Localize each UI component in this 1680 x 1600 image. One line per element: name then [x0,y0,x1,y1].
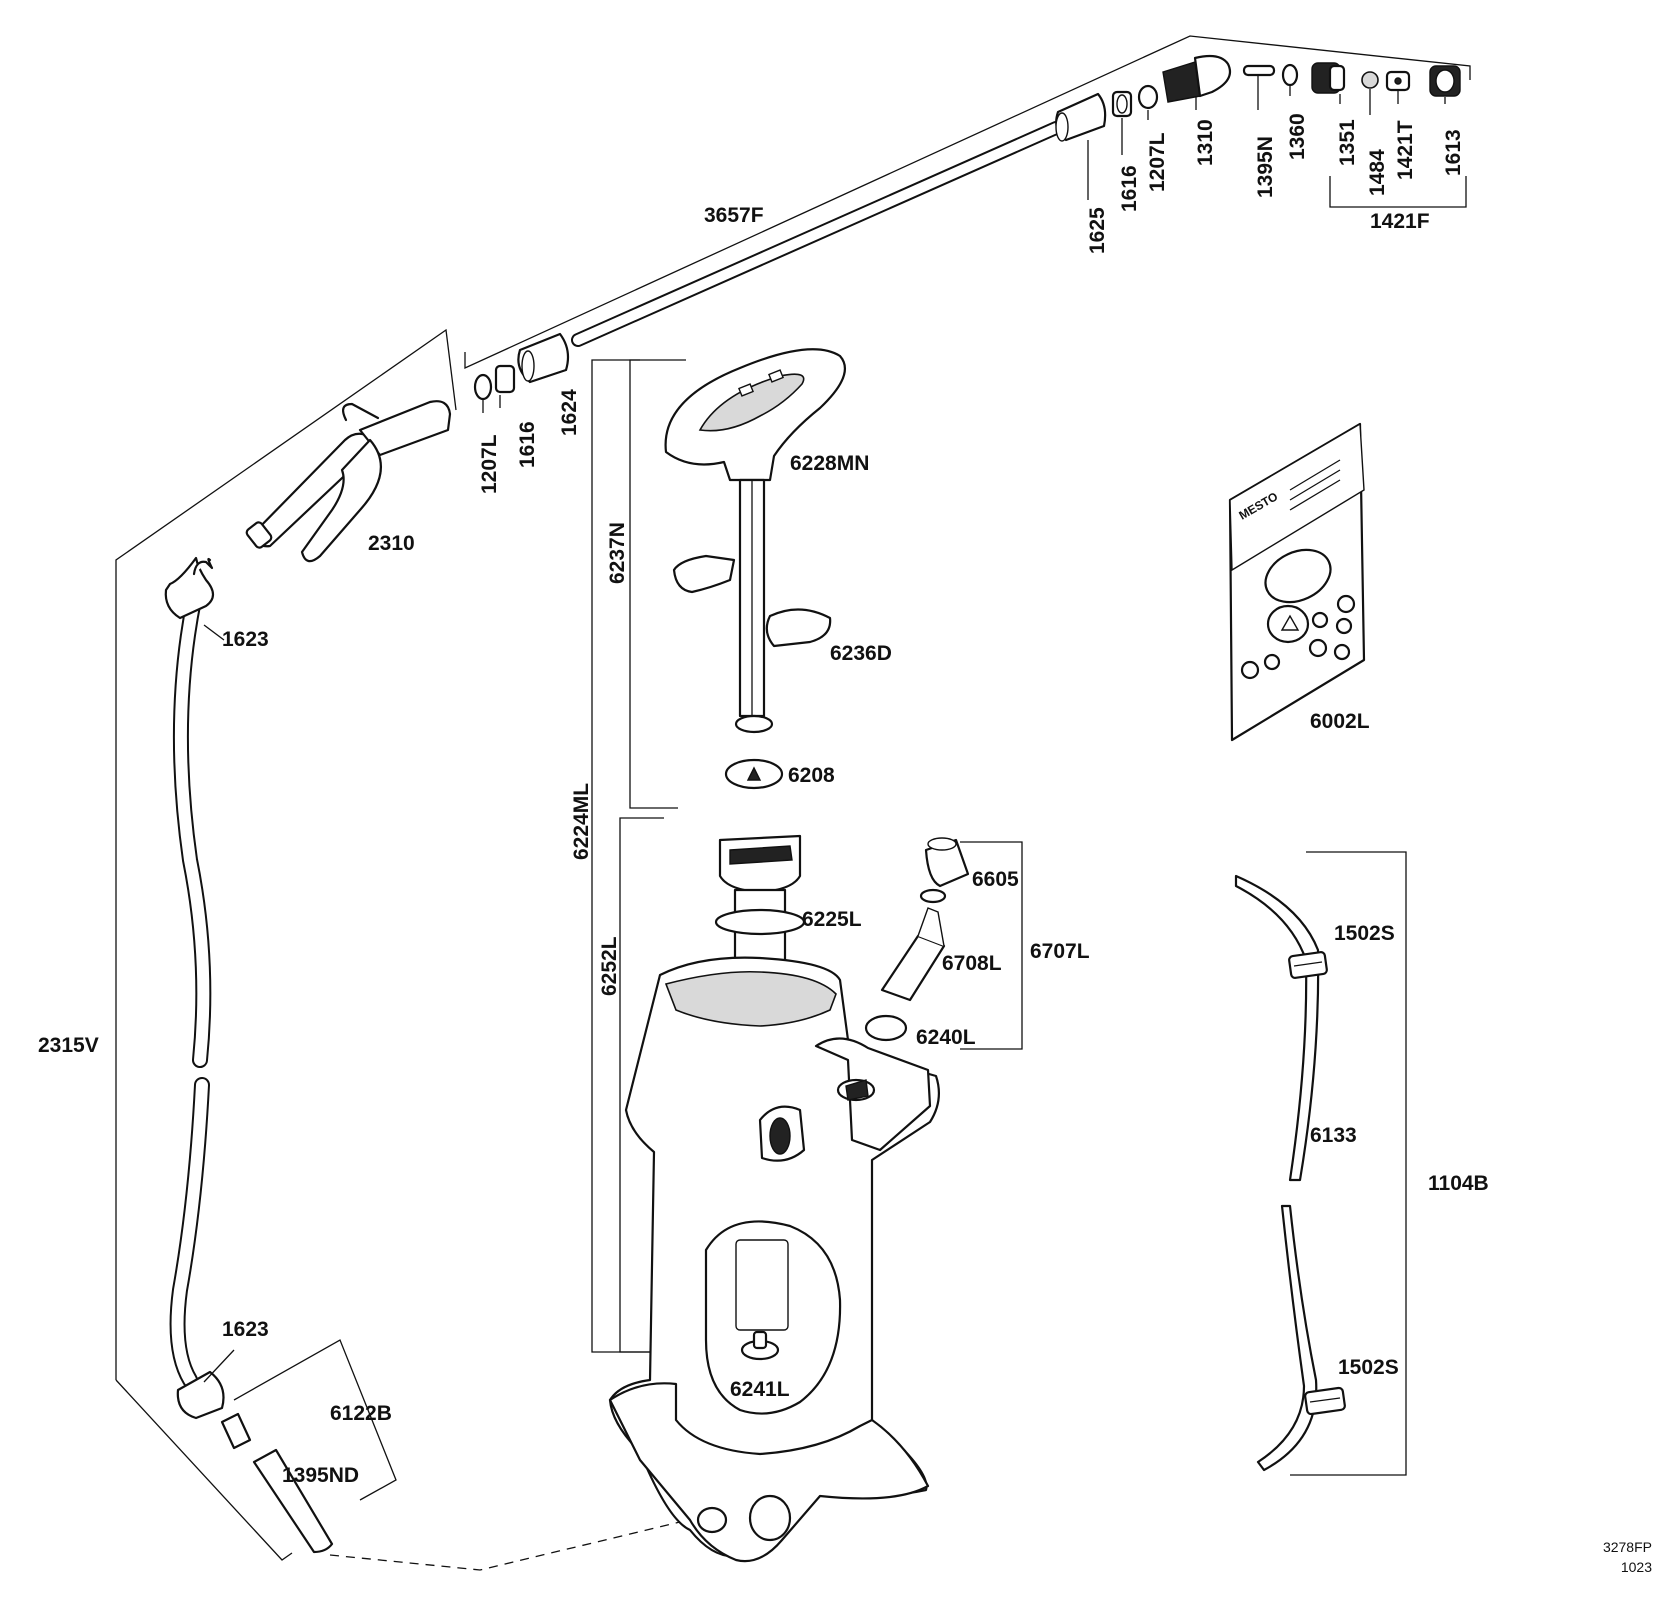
valve-6708L [880,888,947,1002]
label-6002L: 6002L [1310,710,1370,733]
label-6133: 6133 [1310,1124,1357,1147]
pump-handle-6228MN [664,348,846,482]
label-1207L-top: 1207L [1146,132,1169,192]
label-1360: 1360 [1286,113,1309,160]
lance-assembly [464,35,1471,413]
cap-nut-1613 [1429,65,1461,97]
nut-6605 [924,837,970,888]
elbow-1310 [1162,54,1232,103]
nut-1625 [1055,92,1107,142]
label-1613: 1613 [1442,129,1465,176]
label-1623-top: 1623 [222,628,269,651]
label-6241L: 6241L [730,1378,790,1401]
label-6240L: 6240L [916,1026,976,1049]
label-6228MN: 6228MN [790,452,869,475]
pump-assembly-6237N [591,348,846,1353]
label-1623-bottom: 1623 [222,1318,269,1341]
label-2315V: 2315V [38,1034,99,1057]
label-6208: 6208 [788,764,835,787]
tank-6252L [608,817,941,1563]
label-6122B: 6122B [330,1402,392,1425]
clip-6236D [672,554,832,648]
washer-1360 [1281,63,1299,87]
label-1624: 1624 [558,389,581,436]
label-1421T: 1421T [1394,120,1417,180]
pin-1395N [1242,64,1276,77]
label-6252L: 6252L [598,936,621,996]
piston-seal-6208 [724,714,784,790]
bushing-1616-left [494,364,516,394]
label-1104B: 1104B [1428,1172,1489,1195]
label-6224ML: 6224ML [570,783,593,860]
nozzle-tip-1421T [1385,70,1411,92]
strap-buckle-1502S-bottom [1304,1386,1346,1416]
label-3657F: 3657F [704,204,764,227]
hose-2315V [115,556,293,1561]
hose-connector-6122B [220,1339,681,1571]
label-2310: 2310 [368,532,415,555]
nut-1624 [517,332,570,384]
label-1616-left: 1616 [516,421,539,468]
valve-group-6707L [864,837,1023,1050]
label-1484: 1484 [1366,149,1389,196]
label-1502S-top: 1502S [1334,922,1395,945]
label-6708L: 6708L [942,952,1002,975]
bushing-1616-top [1111,90,1133,118]
washer-1207L-top [1137,84,1159,110]
label-1395ND: 1395ND [282,1464,359,1487]
label-1616-top: 1616 [1118,165,1141,212]
lance-tube-3657F [571,121,1063,347]
filter-1484 [1361,71,1379,89]
label-1421F: 1421F [1370,210,1430,233]
drawing-code: 3278FP [1603,1539,1652,1555]
label-1502S-bottom: 1502S [1338,1356,1399,1379]
washer-1207L-left [473,373,493,401]
strap-assembly-1104B [1234,851,1407,1476]
hose-nut-1623-top [164,556,215,620]
label-6225L: 6225L [802,908,862,931]
hose-nut-1623-bottom [176,1370,225,1420]
connector-1395ND [220,1412,334,1554]
label-6236D: 6236D [830,642,892,665]
label-6605: 6605 [972,868,1019,891]
label-1207L-left: 1207L [478,434,501,494]
nozzle-body-1351 [1311,62,1346,94]
label-6237N: 6237N [606,522,629,584]
label-1395N: 1395N [1254,136,1277,198]
valve-6241L [740,1330,780,1361]
strap-buckle-1502S-top [1288,951,1328,979]
trigger-valve-2310 [115,328,457,1380]
date-code: 1023 [1621,1559,1652,1575]
service-kit-6002L: MESTO [1228,422,1366,742]
part-number-labels: 3657F 1625 1616 1207L 1310 1395N 1360 13… [38,113,1489,1487]
label-1625: 1625 [1086,207,1109,254]
label-1310: 1310 [1194,119,1217,166]
o-ring-6240L [864,1014,908,1042]
label-1351: 1351 [1336,119,1359,166]
label-6707L: 6707L [1030,940,1090,963]
o-ring-6225L [714,908,806,936]
